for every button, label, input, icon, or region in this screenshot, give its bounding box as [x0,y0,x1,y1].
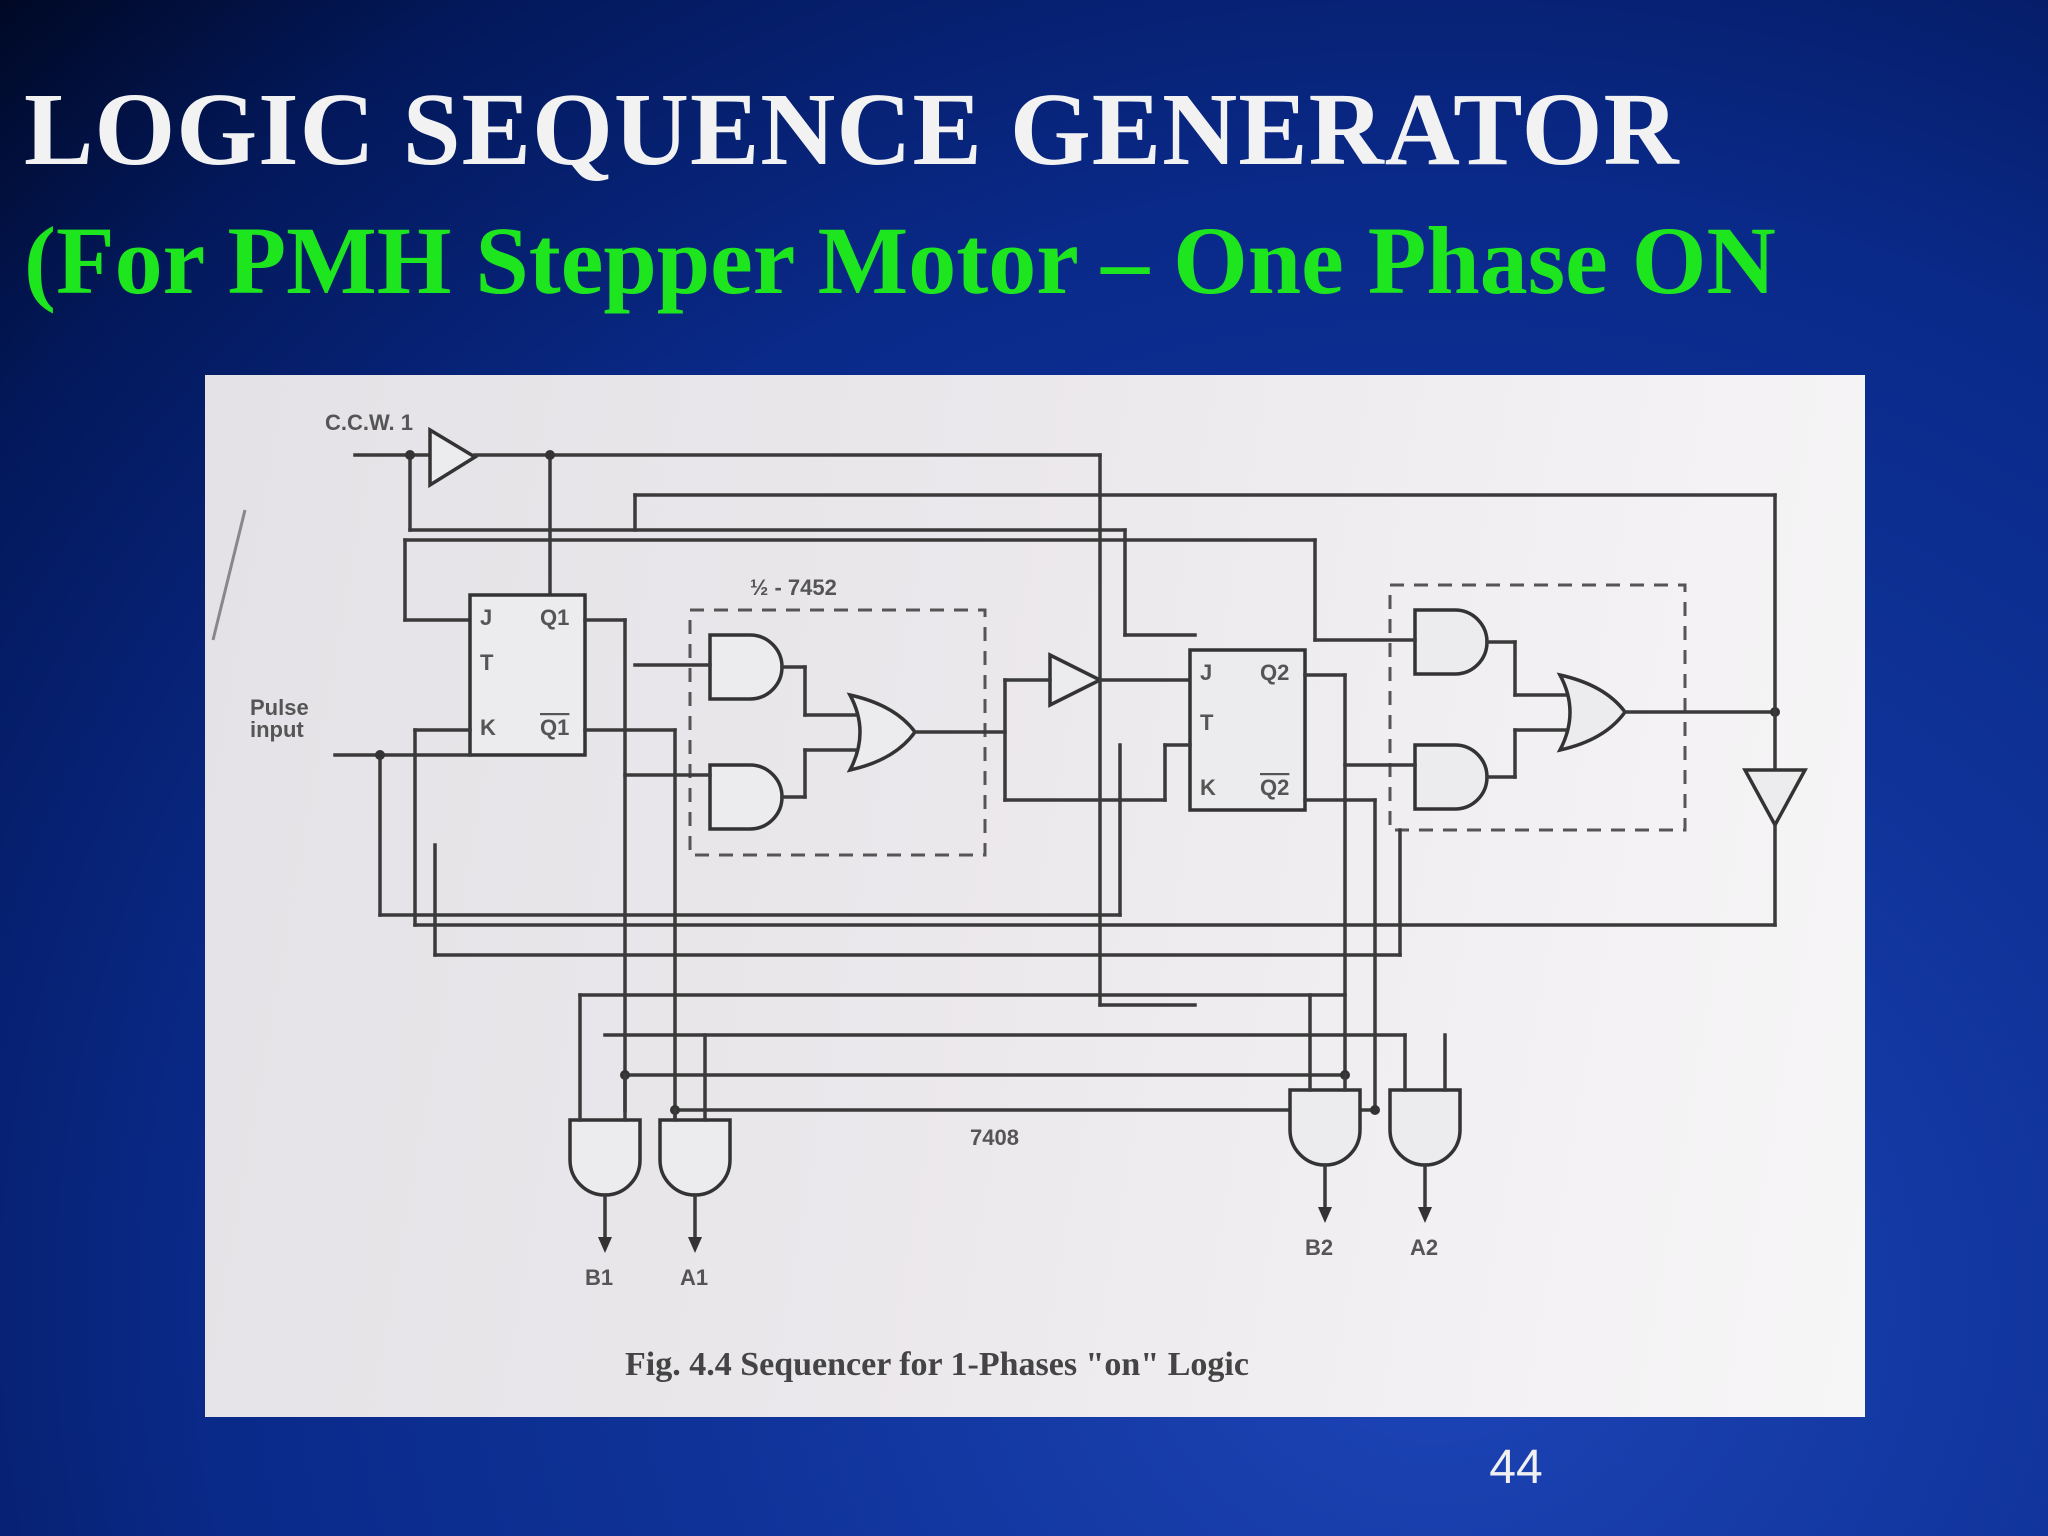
svg-text:Q1: Q1 [540,715,569,740]
output-and-gate-b1 [568,1118,642,1197]
svg-text:K: K [1200,775,1216,800]
right-buffer [1742,768,1808,829]
and-gate-1 [708,633,784,701]
output-b2-label: B2 [1305,1235,1333,1260]
ic-gate-box-2 [1388,583,1687,832]
ccw-buffer [428,426,479,489]
page-number: 44 [1489,1441,1543,1494]
svg-text:T: T [1200,710,1214,735]
pulse-input-label: Pulse [250,695,309,720]
circuit-figure: C.C.W. 1 J T K Q1 Q1 Pulse input [205,375,1865,1417]
output-a2-label: A2 [1410,1235,1438,1260]
svg-text:Q1: Q1 [540,605,569,630]
pulse-input-label-2: input [250,717,304,742]
or-gate-2 [1556,672,1628,753]
svg-text:T: T [480,650,494,675]
slide-title: LOGIC SEQUENCE GENERATOR [24,72,1680,187]
and-gate-4 [1413,743,1489,811]
output-and-gate-a2 [1388,1088,1462,1167]
middle-buffer [1048,652,1104,708]
svg-text:J: J [480,605,492,630]
circuit-diagram: C.C.W. 1 J T K Q1 Q1 Pulse input [211,410,1808,1383]
output-and-gate-a1 [658,1118,732,1197]
flip-flop-1 [468,593,587,757]
ic-7408-label: 7408 [970,1125,1019,1150]
ccw-label: C.C.W. 1 [325,410,413,435]
or-gate-1 [846,692,918,773]
and-gate-2 [708,763,784,831]
slide-subtitle: (For PMH Stepper Motor – One Phase ON [24,207,1776,314]
and-gate-3 [1413,608,1489,676]
svg-text:K: K [480,715,496,740]
output-a1-label: A1 [680,1265,708,1290]
output-b1-label: B1 [585,1265,613,1290]
figure-caption: Fig. 4.4 Sequencer for 1-Phases "on" Log… [625,1346,1249,1383]
svg-text:Q2: Q2 [1260,660,1289,685]
svg-text:Q2: Q2 [1260,775,1289,800]
pencil-mark [211,509,247,641]
svg-text:J: J [1200,660,1212,685]
flip-flop-2 [1188,648,1307,812]
output-and-gate-b2 [1288,1088,1362,1167]
ic-7452-label: ½ - 7452 [750,575,837,600]
